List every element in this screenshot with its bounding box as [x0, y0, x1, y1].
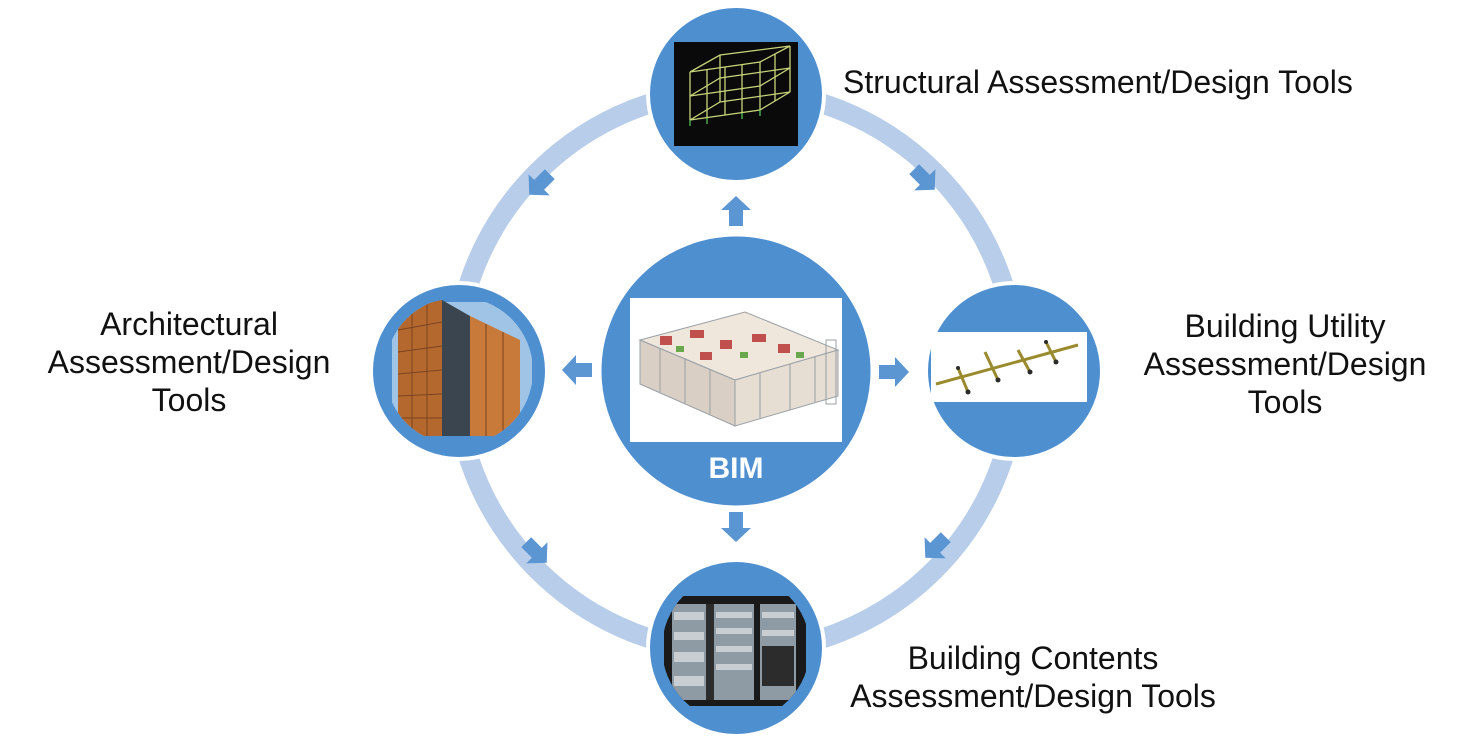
- structural-node: [646, 4, 826, 184]
- bim-center-node: BIM: [596, 231, 876, 511]
- arrow-center-down: [721, 512, 751, 542]
- architectural-node: [369, 281, 549, 461]
- arrow-center-right: [879, 357, 909, 387]
- architectural-label-line-3: Tools: [151, 381, 227, 418]
- bim-label: BIM: [709, 452, 764, 485]
- architectural-label-line-1: Architectural: [100, 306, 278, 342]
- equipment-racks-photo-icon: [664, 596, 806, 706]
- cycle-arrow-bottom-left: [521, 537, 548, 564]
- contents-label: Building Contents Assessment/Design Tool…: [800, 640, 1266, 716]
- architectural-label: Architectural Assessment/Design Tools: [14, 306, 364, 419]
- cycle-arrow-top-right: [909, 164, 936, 191]
- cycle-arrow-bottom-right: [924, 532, 951, 559]
- utility-label: Building Utility Assessment/Design Tools: [1110, 308, 1460, 421]
- architectural-label-line-2: Assessment/Design: [47, 343, 331, 380]
- bim-building-model-icon: [630, 298, 842, 442]
- building-facade-photo-icon: [392, 300, 532, 436]
- utility-label-line-1: Building Utility: [1184, 308, 1386, 344]
- piping-network-model-icon: [931, 332, 1087, 402]
- contents-label-line-1: Building Contents: [907, 640, 1159, 676]
- contents-node: [646, 558, 826, 736]
- contents-label-line-2: Assessment/Design Tools: [850, 677, 1216, 714]
- utility-label-line-2: Assessment/Design: [1143, 345, 1427, 382]
- structural-label: Structural Assessment/Design Tools: [843, 64, 1353, 102]
- arrow-center-up: [721, 196, 751, 226]
- utility-label-line-3: Tools: [1247, 383, 1323, 420]
- cycle-arrow-top-left: [528, 169, 555, 196]
- structural-label-line-1: Structural Assessment/Design Tools: [843, 64, 1353, 100]
- arrow-center-left: [562, 355, 592, 385]
- utility-node: [924, 281, 1104, 461]
- structural-frame-model-icon: [674, 42, 798, 146]
